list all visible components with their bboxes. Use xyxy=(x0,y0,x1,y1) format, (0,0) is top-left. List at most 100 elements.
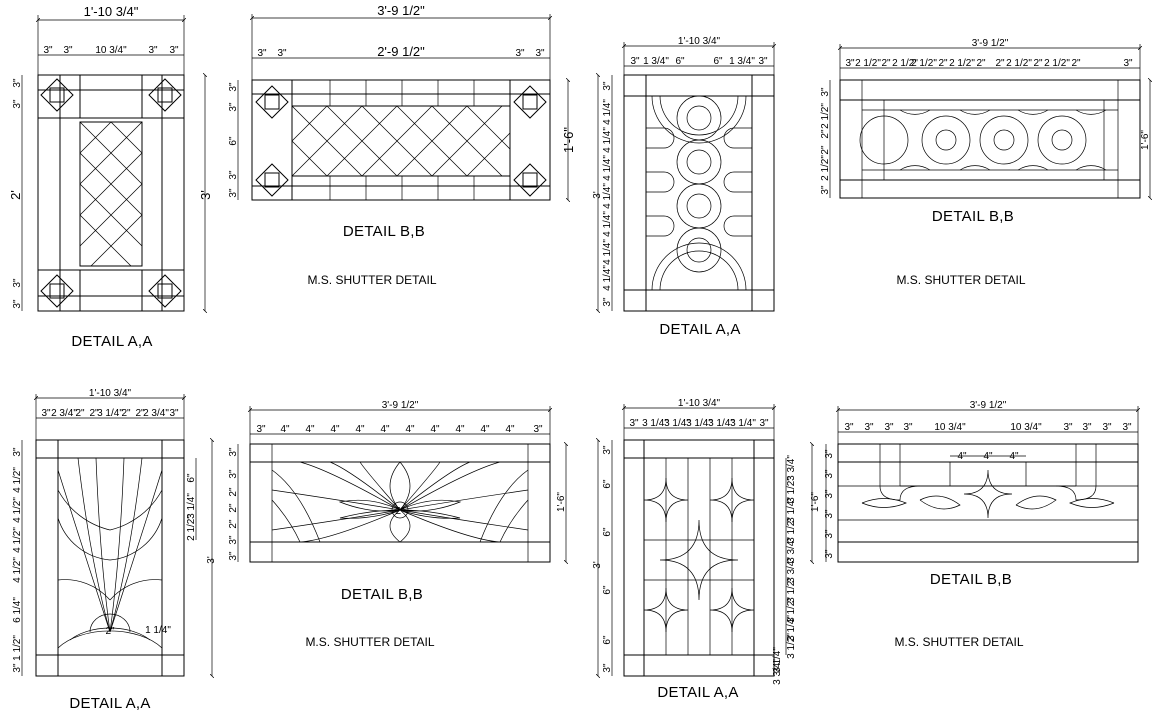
panel-3-left-seg: 4 1/4" xyxy=(602,239,613,265)
panel-5-top-seg: 2 3/4" xyxy=(143,408,169,419)
panel-8-top-seg: 3" xyxy=(864,422,874,433)
panel-1-left-seg: 3" xyxy=(12,299,23,309)
panel-5-height: 3' xyxy=(206,556,217,564)
panel-2-top-seg: 2'-9 1/2" xyxy=(377,44,425,59)
panel-3-left-seg: 3" xyxy=(602,297,613,307)
panel-5-right-seg: 2 1/2" xyxy=(186,515,197,541)
panel-6-subtitle: M.S. SHUTTER DETAIL xyxy=(305,635,434,649)
panel-7-star-pattern xyxy=(643,477,755,633)
panel-3-top-seg: 3" xyxy=(758,56,768,67)
panel-8-inner-seg: 4" xyxy=(1009,451,1019,462)
panel-7-left-seg: 6" xyxy=(602,479,613,489)
panel-8-inner-seg: 4" xyxy=(983,451,993,462)
panel-8-left-seg: 3" xyxy=(824,509,835,519)
panel-6-top-seg: 4" xyxy=(280,424,290,435)
panel-6-top-seg: 3" xyxy=(533,424,543,435)
panel-8-frame xyxy=(837,443,1139,563)
panel-6-top-seg: 4" xyxy=(455,424,465,435)
panel-8-left-seg: 3" xyxy=(824,549,835,559)
panel-4-top-seg: 3" xyxy=(1123,58,1133,69)
panel-8-title: DETAIL B,B xyxy=(930,571,1012,588)
panel-8-left-seg: 3" xyxy=(824,469,835,479)
panel-2-height: 1'-6" xyxy=(561,127,576,153)
panel-1-top-seg: 3" xyxy=(148,45,158,56)
panel-1-top-seg: 10 3/4" xyxy=(95,45,127,56)
panel-2-left-seg: 3" xyxy=(228,102,239,112)
panel-5-left-seg: 4 1/2" xyxy=(12,527,23,553)
panel-5-top-seg: 2" xyxy=(89,408,99,419)
panel-5-top-seg: 2" xyxy=(121,408,131,419)
panel-7-top-seg: 3 1/4" xyxy=(642,418,668,429)
panel-1-top-seg: 3" xyxy=(169,45,179,56)
panel-5-top-seg: 3" xyxy=(169,408,179,419)
panel-7-top-seg: 3" xyxy=(759,418,769,429)
panel-8-top-seg: 10 3/4" xyxy=(934,422,966,433)
panel-7-title: DETAIL A,A xyxy=(657,684,738,701)
panel-7-right-seg: 3 1/2" xyxy=(786,477,797,503)
panel-4-pattern xyxy=(859,100,1107,180)
panel-4-subtitle: M.S. SHUTTER DETAIL xyxy=(896,273,1025,287)
panel-3-top-seg: 1 3/4" xyxy=(643,56,669,67)
panel-4-top-seg: 2" xyxy=(938,58,948,69)
panel-1-frame xyxy=(37,74,185,312)
panel-4-top-seg: 2" xyxy=(976,58,986,69)
panel-4-top-width: 3'-9 1/2" xyxy=(972,38,1009,49)
panel-6-top-seg: 4" xyxy=(480,424,490,435)
panel-4-top-seg: 2 1/2" xyxy=(949,58,975,69)
panel-4-top-seg: 2 1/2" xyxy=(1006,58,1032,69)
panel-7-left-seg: 6" xyxy=(602,635,613,645)
panel-5-right-seg: 3 1/4" xyxy=(186,493,197,519)
panel-7-right-seg: 3 3/4" xyxy=(786,557,797,583)
panel-4-left-seg: 2" xyxy=(820,129,831,139)
panel-4-top-seg: 2 1/2" xyxy=(892,58,918,69)
panel-4-top-seg: 2 1/2" xyxy=(1044,58,1070,69)
panel-6-top-seg: 4" xyxy=(505,424,515,435)
panel-6-top-seg: 4" xyxy=(430,424,440,435)
panel-8-subtitle: M.S. SHUTTER DETAIL xyxy=(894,635,1023,649)
panel-2-frame xyxy=(251,79,551,201)
panel-5-left-seg: 3" xyxy=(12,663,23,673)
panel-6-center-label: 2" xyxy=(395,506,405,517)
panel-6-top-seg: 4" xyxy=(355,424,365,435)
panel-7-right-seg: 3 1/2" xyxy=(786,597,797,623)
panel-3-left-seg: 4 1/4" xyxy=(602,183,613,209)
panel-3-u-bends xyxy=(646,127,752,237)
panel-3-rings xyxy=(651,95,747,291)
panel-5-top-seg: 2" xyxy=(135,408,145,419)
panel-5-left-seg: 4 1/2" xyxy=(12,467,23,493)
panel-3-title: DETAIL A,A xyxy=(659,321,740,338)
panel-2-top-seg: 3" xyxy=(257,48,267,59)
panel-5-small-label: 1 1/4" xyxy=(145,625,171,636)
panel-7-top-seg: 3 1/4" xyxy=(708,418,734,429)
panel-5-left-seg: 4 1/2" xyxy=(12,497,23,523)
panel-1-dimensions: 1'-10 3/4" 3" 3" 10 3/4" 3" 3" 3' 3" 3" … xyxy=(8,4,213,311)
panel-8-top-seg: 3" xyxy=(903,422,913,433)
panel-7-left-seg: 3" xyxy=(602,445,613,455)
panel-7-left-seg: 3" xyxy=(602,663,613,673)
panel-3-top-seg: 1 3/4" xyxy=(729,56,755,67)
panel-5-top-seg: 3" xyxy=(41,408,51,419)
panel-5-left-seg: 4 1/2" xyxy=(12,557,23,583)
panel-8-dimensions: 3'-9 1/2" 3" 3" 3" 3" 10 3/4" 10 3/4" 3"… xyxy=(810,400,1138,562)
panel-6-dimensions: 3'-9 1/2" 3" 4" 4" 4" 4" 4" 4" 4" 4" 4" … xyxy=(228,400,567,562)
panel-4-left-seg: 3" xyxy=(820,185,831,195)
panel-2-left-seg: 3" xyxy=(228,170,239,180)
panel-3-top-seg: 6" xyxy=(713,56,723,67)
panel-2-top-seg: 3" xyxy=(535,48,545,59)
panel-5-top-seg: 3 1/4" xyxy=(97,408,123,419)
panel-6-top-seg: 4" xyxy=(330,424,340,435)
panel-7-right-seg: 3 1/4" xyxy=(786,615,797,641)
panel-1-height: 3' xyxy=(198,190,213,200)
panel-6-left-seg: 3" xyxy=(228,447,239,457)
panel-6-left-seg: 2" xyxy=(228,487,239,497)
panel-7-right-seg: 3 1/2" xyxy=(786,633,797,659)
panel-5-title: DETAIL A,A xyxy=(69,695,150,712)
panel-6-top-seg: 4" xyxy=(405,424,415,435)
panel-4-left-seg: 2 1/2" xyxy=(820,155,831,181)
panel-7-right-seg: 3 3/4" xyxy=(786,537,797,563)
panel-6-top-seg: 4" xyxy=(380,424,390,435)
panel-2-corner-diamonds xyxy=(255,85,547,197)
panel-8-top-seg: 3" xyxy=(1063,422,1073,433)
panel-1-left-seg: 2' xyxy=(8,190,23,200)
